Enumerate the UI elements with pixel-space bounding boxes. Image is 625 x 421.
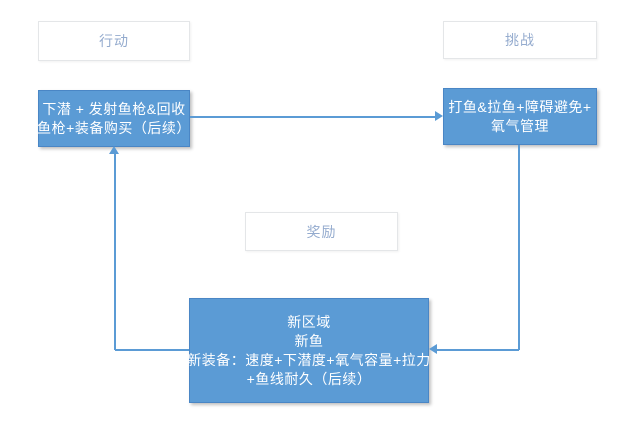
arrowhead-right-icon <box>435 111 443 121</box>
label-reward: 奖励 <box>245 212 398 251</box>
node-action-line-2: 鱼枪+装备购买（后续） <box>37 119 191 136</box>
label-reward-text: 奖励 <box>306 223 337 240</box>
connector-reward-to-action-vertical <box>114 154 116 350</box>
connector-challenge-to-reward-horizontal <box>437 349 519 351</box>
label-challenge: 挑战 <box>443 21 597 59</box>
node-reward-line-4: +鱼线耐久（后续） <box>246 370 372 387</box>
label-action: 行动 <box>38 21 190 61</box>
node-action-line-1: 下潜 + 发射鱼枪&回收 <box>42 100 186 117</box>
label-challenge-text: 挑战 <box>505 32 535 48</box>
node-challenge: 打鱼&拉鱼+障碍避免+ 氧气管理 <box>443 88 597 145</box>
arrowhead-up-icon <box>109 146 119 154</box>
node-reward-line-1: 新区域 <box>287 313 331 330</box>
node-reward: 新区域 新鱼 新装备：速度+下潜度+氧气容量+拉力 +鱼线耐久（后续） <box>187 298 431 403</box>
node-action: 下潜 + 发射鱼枪&回收 鱼枪+装备购买（后续） <box>37 90 191 147</box>
node-challenge-line-1: 打鱼&拉鱼+障碍避免+ <box>448 98 592 115</box>
arrowhead-left-icon <box>429 344 437 354</box>
connector-reward-to-action-horizontal <box>115 349 189 351</box>
label-action-text: 行动 <box>99 33 129 49</box>
node-reward-line-3: 新装备：速度+下潜度+氧气容量+拉力 <box>187 351 431 368</box>
connector-challenge-to-reward-vertical <box>518 145 520 350</box>
connector-action-to-challenge <box>190 116 436 118</box>
node-reward-line-2: 新鱼 <box>294 332 324 349</box>
node-challenge-line-2: 氧气管理 <box>491 117 549 134</box>
